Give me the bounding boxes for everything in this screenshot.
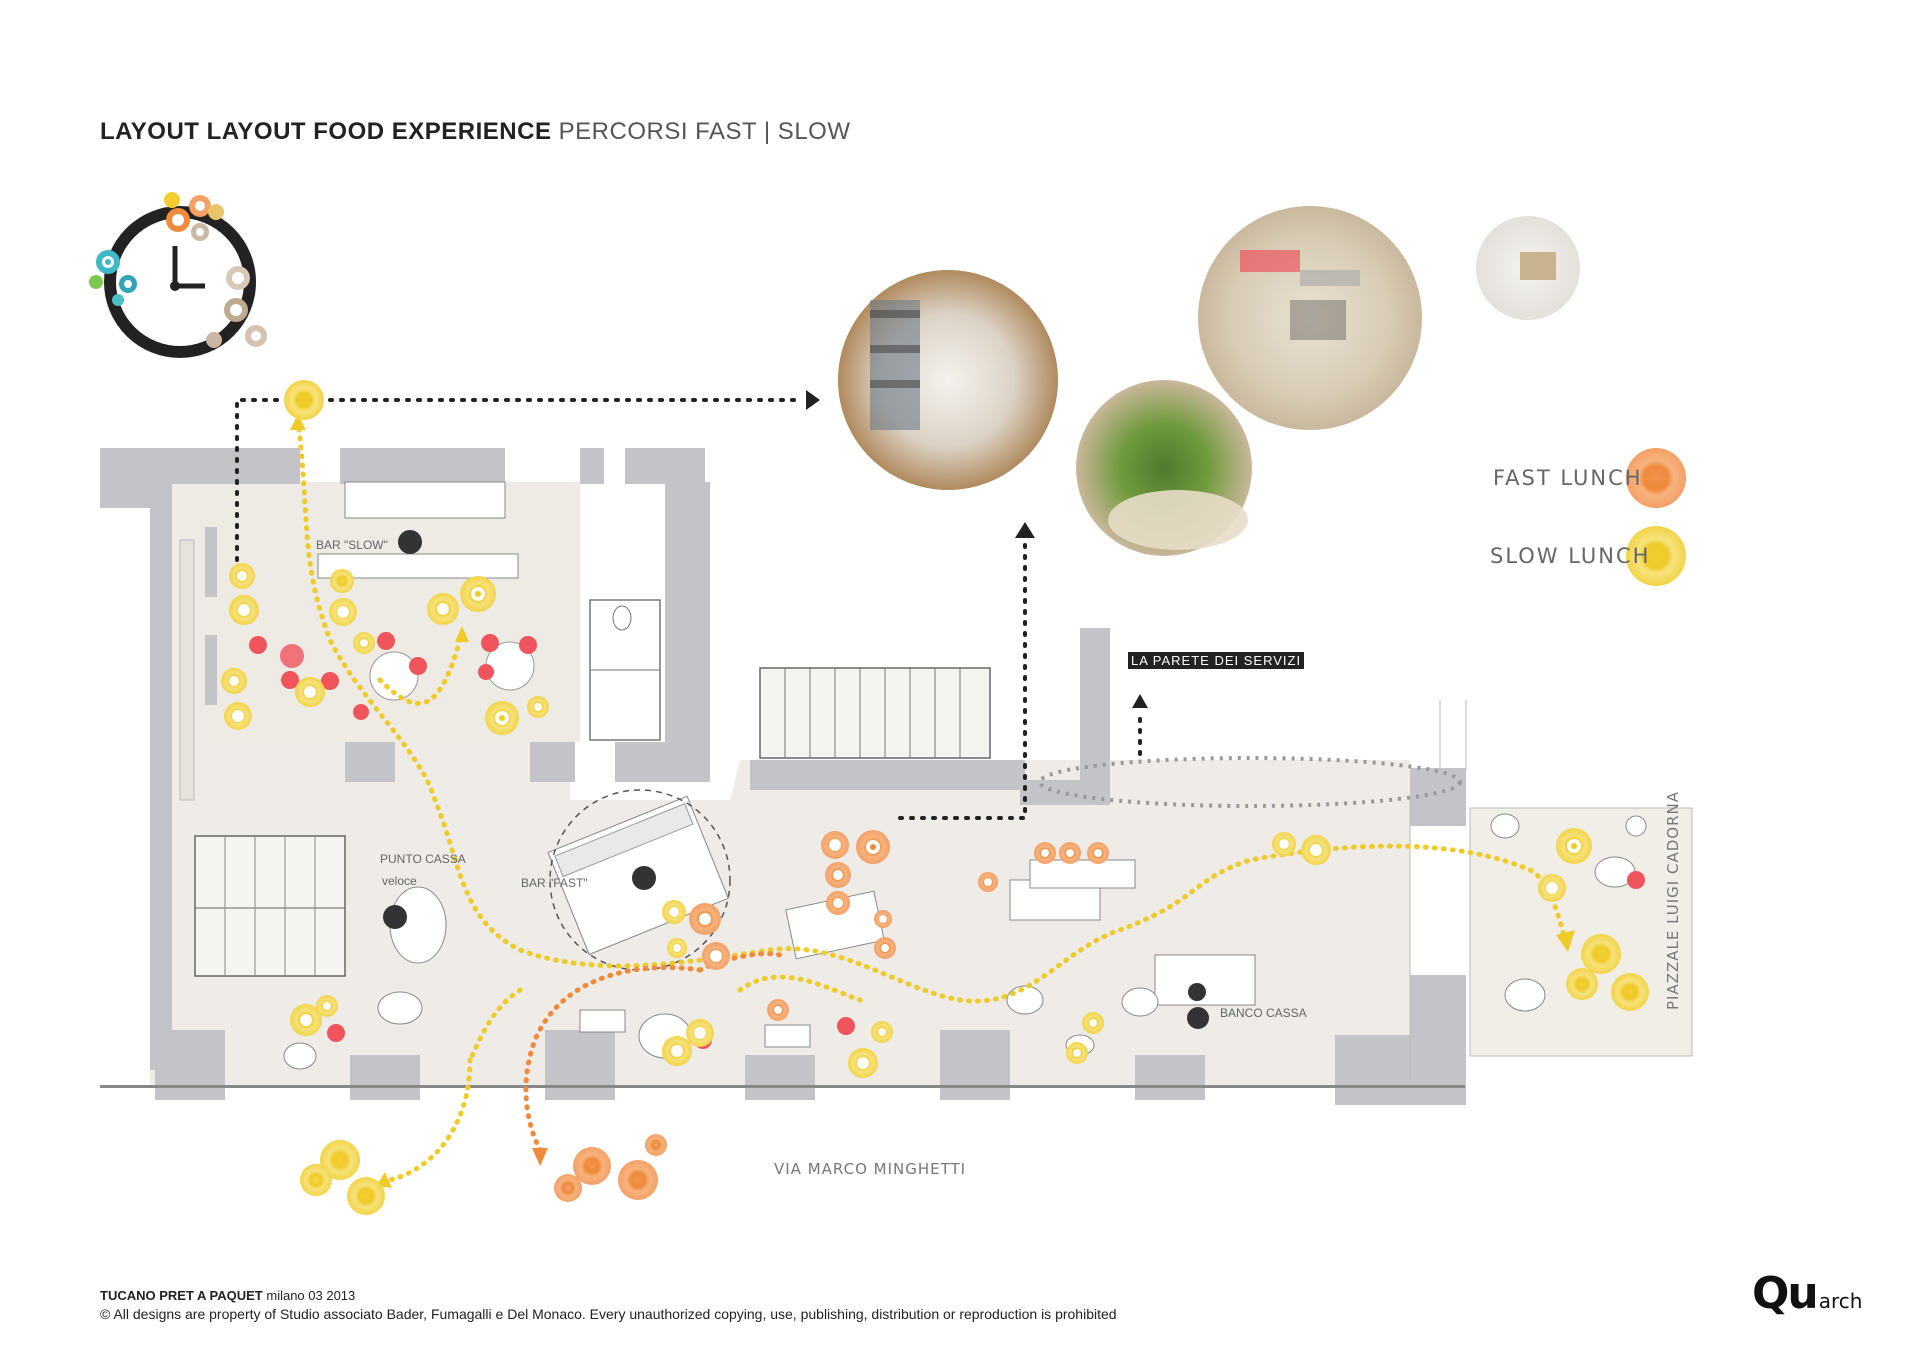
brand-main: Qu <box>1752 1268 1819 1319</box>
brand-sub: arch <box>1818 1289 1863 1313</box>
bar-fast-label: BAR "FAST" <box>521 876 588 890</box>
parete-servizi-label: LA PARETE DEI SERVIZI <box>1128 652 1305 669</box>
footer-place-date: milano 03 2013 <box>262 1288 356 1303</box>
title-bold: LAYOUT LAYOUT FOOD EXPERIENCE <box>100 118 552 145</box>
veloce-label: veloce <box>382 874 417 888</box>
footer-project-name: TUCANO PRET A PAQUET <box>100 1288 263 1303</box>
street-cadorna: PIAZZALE LUIGI CADORNA <box>1664 791 1682 1010</box>
bar-slow-label: BAR "SLOW" <box>316 538 388 552</box>
slow-lunch-legend-label: SLOW LUNCH <box>1490 544 1651 568</box>
route-arrows-black <box>235 398 1142 820</box>
fast-lunch-markers <box>554 830 1109 1202</box>
slow-lunch-markers <box>221 380 1649 1215</box>
red-seats <box>249 632 1645 1049</box>
floor-plan <box>100 448 1693 1105</box>
route-fast-lunch <box>523 951 783 1153</box>
punto-cassa-label: PUNTO CASSA <box>380 852 466 866</box>
title-light: PERCORSI FAST | SLOW <box>551 118 851 145</box>
page-title: LAYOUT LAYOUT FOOD EXPERIENCE PERCORSI F… <box>100 118 850 146</box>
route-slow-lunch <box>295 417 1568 1183</box>
footer-copyright: © All designs are property of Studio ass… <box>100 1306 1117 1322</box>
street-minghetti: VIA MARCO MINGHETTI <box>774 1160 967 1178</box>
footer-project: TUCANO PRET A PAQUET milano 03 2013 <box>100 1288 355 1303</box>
fast-lunch-legend-label: FAST LUNCH <box>1493 466 1643 490</box>
clock-icon <box>89 192 267 358</box>
banco-cassa-label: BANCO CASSA <box>1220 1006 1307 1020</box>
